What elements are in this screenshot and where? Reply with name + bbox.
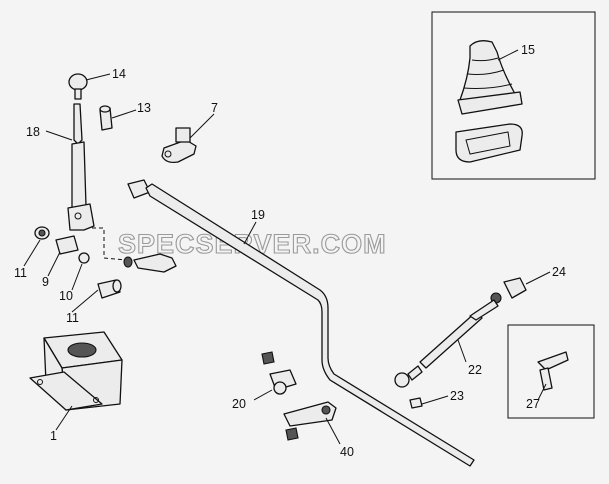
part-24-ball-socket (490, 277, 527, 304)
part-27-small-bracket (537, 351, 569, 391)
callout-20: 20 (232, 397, 246, 411)
callout-19: 19 (251, 208, 265, 222)
part-10-washer (78, 252, 90, 264)
callout-15: 15 (521, 43, 535, 57)
callout-11-lower: 11 (66, 311, 79, 325)
callout-9: 9 (42, 275, 49, 289)
leader-lines (23, 49, 551, 445)
part-23-nut (409, 397, 423, 409)
callout-24: 24 (552, 265, 566, 279)
callout-1: 1 (50, 429, 57, 443)
part-40-lever-arm (283, 401, 337, 441)
part-9-pin (55, 235, 79, 255)
part-19-shift-rod (127, 179, 475, 467)
part-ball-joint-lever (123, 253, 177, 273)
part-14-shift-knob (68, 73, 88, 100)
callout-23: 23 (450, 389, 464, 403)
callout-27: 27 (526, 397, 540, 411)
part-18-shift-lever (67, 103, 95, 231)
part-23-ball-end (394, 365, 423, 388)
callout-18: 18 (26, 125, 40, 139)
callout-7: 7 (211, 101, 218, 115)
part-11-bushing-lower (97, 279, 122, 299)
part-7-lever-bracket (161, 127, 197, 164)
part-1-mounting-bracket (29, 331, 123, 411)
callout-22: 22 (468, 363, 482, 377)
callout-14: 14 (112, 67, 126, 81)
part-15-shift-boot (455, 40, 523, 163)
callout-13: 13 (137, 101, 151, 115)
callout-10: 10 (59, 289, 73, 303)
callout-40: 40 (340, 445, 354, 459)
inset-box-bracket (507, 324, 595, 419)
part-13-sleeve (99, 105, 113, 131)
part-22-linkage-rod (419, 299, 499, 369)
part-20-ball-stud (261, 351, 297, 395)
part-11-bushing-upper (34, 226, 50, 240)
callout-11-upper: 11 (14, 266, 27, 280)
